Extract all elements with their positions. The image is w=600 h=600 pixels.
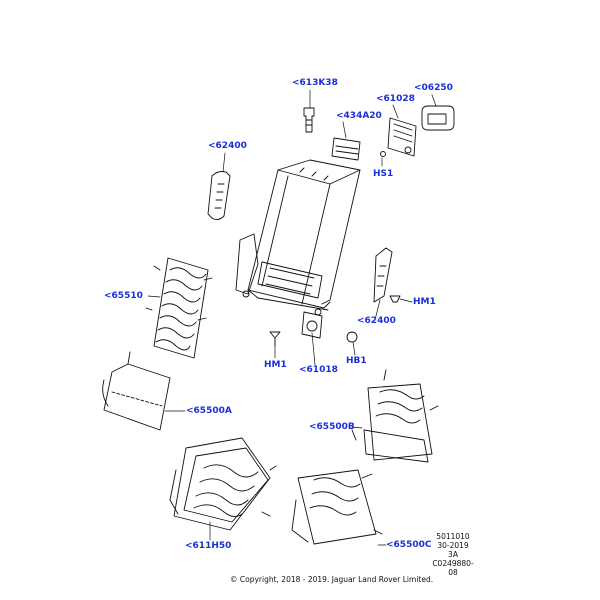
reference-code: 5011010 xyxy=(436,532,470,541)
reference-image-id: C0249880-08 xyxy=(432,559,474,577)
seat-back-frame xyxy=(235,159,361,316)
reference-block: 5011010 30-2019 3A C0249880-08 xyxy=(428,532,478,577)
cover-62400-side xyxy=(373,247,393,303)
callout-65510[interactable]: <65510 xyxy=(104,291,143,301)
callout-62400-upper[interactable]: <62400 xyxy=(208,141,247,151)
copyright-notice: © Copyright, 2018 - 2019. Jaguar Land Ro… xyxy=(230,575,434,584)
fasteners xyxy=(269,295,401,347)
switch-module-61028 xyxy=(380,117,417,157)
callout-62400-side[interactable]: <62400 xyxy=(357,316,396,326)
reference-revision: 3A xyxy=(448,550,458,559)
callout-434A20[interactable]: <434A20 xyxy=(336,111,382,121)
recliner-61018 xyxy=(301,311,323,339)
callout-65500A[interactable]: <65500A xyxy=(186,406,232,416)
callout-HM1-left[interactable]: HM1 xyxy=(264,360,287,370)
cushion-panel-65500B xyxy=(351,369,439,463)
module-434A20 xyxy=(331,137,361,161)
callout-61028[interactable]: <61028 xyxy=(376,94,415,104)
callout-61018[interactable]: <61018 xyxy=(299,365,338,375)
callout-611H50[interactable]: <611H50 xyxy=(185,541,232,551)
callout-06250[interactable]: <06250 xyxy=(414,83,453,93)
reference-date: 30-2019 xyxy=(437,541,469,550)
callout-HS1[interactable]: HS1 xyxy=(373,169,394,179)
callout-65500B[interactable]: <65500B xyxy=(309,422,355,432)
callout-613K38[interactable]: <613K38 xyxy=(292,78,338,88)
cushion-panel-65500C xyxy=(291,469,383,545)
callout-65500C[interactable]: <65500C xyxy=(386,540,432,550)
headrest-guide-613K38 xyxy=(303,107,315,133)
cushion-frame-611H50 xyxy=(169,437,277,531)
spring-mat-65510 xyxy=(145,257,213,359)
cover-62400-upper xyxy=(207,171,231,221)
callout-HM1-right[interactable]: HM1 xyxy=(413,297,436,307)
back-panel-65500A xyxy=(102,351,171,431)
trim-cover-06250 xyxy=(421,105,455,131)
callout-HB1[interactable]: HB1 xyxy=(346,356,367,366)
leader-lines xyxy=(147,89,437,546)
